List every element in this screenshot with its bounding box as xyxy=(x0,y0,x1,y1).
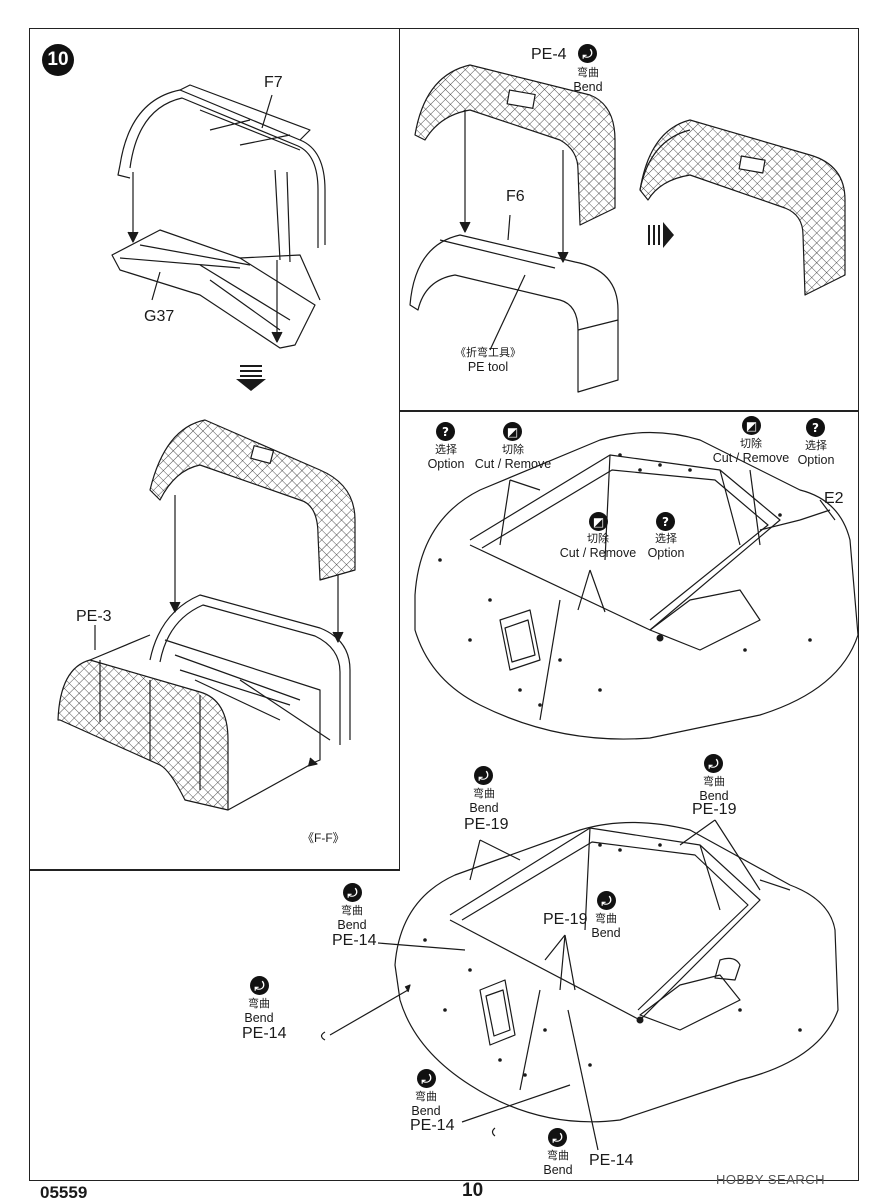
watermark: HOBBY SEARCH xyxy=(716,1172,826,1187)
bend-en-b2: Bend xyxy=(699,789,729,803)
pe-tool-caption: 《折弯工具》 PE tool xyxy=(448,346,528,374)
bend-cn-b5: 弯曲 xyxy=(248,997,270,1010)
bend-icon: ⤾ xyxy=(343,883,362,902)
cut-icon: ◩ xyxy=(589,512,608,531)
option-caption-1: 选择 Option xyxy=(420,443,472,471)
bend-icon: ⤾ xyxy=(704,754,723,773)
label-g37: G37 xyxy=(144,308,175,325)
bend-caption-b3: 弯曲 Bend xyxy=(330,904,374,932)
bend-en-b1: Bend xyxy=(469,801,499,815)
part-g37 xyxy=(111,229,321,349)
pe-tool-cn: 《折弯工具》 xyxy=(455,346,521,359)
bend-caption-b5: 弯曲 Bend xyxy=(237,997,281,1025)
question-icon: ? xyxy=(806,418,825,437)
bend-icon: ⤾ xyxy=(474,766,493,785)
bend-cn-b6: 弯曲 xyxy=(415,1090,437,1103)
cut-icon: ◩ xyxy=(742,416,761,435)
label-pe14-3: PE-14 xyxy=(410,1117,455,1134)
mesh-roof-left xyxy=(149,419,356,581)
bend-en-b7: Bend xyxy=(543,1163,573,1177)
bend-cn-b3: 弯曲 xyxy=(341,904,363,917)
cut-cn-1: 切除 xyxy=(502,443,524,456)
mesh-pe4 xyxy=(414,64,616,226)
label-f-f: 《F-F》 xyxy=(302,831,345,845)
label-pe14-1: PE-14 xyxy=(332,932,377,949)
bend-en-b6: Bend xyxy=(411,1104,441,1118)
bend-icon: ⤾ xyxy=(578,44,597,63)
label-f7: F7 xyxy=(264,74,283,91)
panel-bottom xyxy=(29,410,859,1181)
part-turret-bottom xyxy=(394,821,839,1123)
label-pe14-4: PE-14 xyxy=(589,1152,634,1169)
label-pe3: PE-3 xyxy=(76,608,112,625)
bend-caption-b4: 弯曲 Bend xyxy=(584,912,628,940)
bend-caption-b2: 弯曲 Bend xyxy=(692,775,736,803)
question-icon: ? xyxy=(436,422,455,441)
option-cn-1: 选择 xyxy=(435,443,457,456)
label-pe19-left: PE-19 xyxy=(464,816,509,833)
frame-f7 xyxy=(117,84,326,263)
cut-en-3: Cut / Remove xyxy=(559,546,637,560)
mesh-side-pe3 xyxy=(57,659,229,811)
question-icon: ? xyxy=(656,512,675,531)
bend-caption-b1: 弯曲 Bend xyxy=(462,787,506,815)
bend-caption-en: Bend xyxy=(573,80,603,94)
cut-en-1: Cut / Remove xyxy=(474,457,552,471)
cut-caption-3: 切除 Cut / Remove xyxy=(557,532,639,560)
part-e2-turret xyxy=(414,431,859,740)
option-caption-3: 选择 Option xyxy=(640,532,692,560)
bend-en-b4: Bend xyxy=(591,926,621,940)
bend-en-b3: Bend xyxy=(337,918,367,932)
pe-tool-en: PE tool xyxy=(467,360,509,374)
option-en-1: Option xyxy=(427,457,465,471)
step-arrow-icon-down xyxy=(236,365,266,391)
panel-divider-horizontal xyxy=(399,410,859,412)
label-f6: F6 xyxy=(506,188,525,205)
bend-cn-b1: 弯曲 xyxy=(473,787,495,800)
option-cn-2: 选择 xyxy=(805,439,827,452)
option-cn-3: 选择 xyxy=(655,532,677,545)
bend-icon: ⤾ xyxy=(597,891,616,910)
cut-caption-2: 切除 Cut / Remove xyxy=(710,437,792,465)
option-caption-2: 选择 Option xyxy=(790,439,842,467)
label-pe19-right: PE-19 xyxy=(692,801,737,818)
option-en-2: Option xyxy=(797,453,835,467)
bend-icon: ⤾ xyxy=(250,976,269,995)
step-number-badge: 10 xyxy=(42,44,74,76)
frame-f6 xyxy=(409,234,619,393)
bend-en-b5: Bend xyxy=(244,1011,274,1025)
bend-icon: ⤾ xyxy=(417,1069,436,1088)
frame-assembled-left xyxy=(149,594,351,763)
cut-caption-1: 切除 Cut / Remove xyxy=(472,443,554,471)
bend-cn-b4: 弯曲 xyxy=(595,912,617,925)
label-pe19-mid: PE-19 xyxy=(543,911,588,928)
cut-cn-3: 切除 xyxy=(587,532,609,545)
option-en-3: Option xyxy=(647,546,685,560)
bend-caption-b7: 弯曲 Bend xyxy=(536,1149,580,1177)
bend-caption-top: 弯曲 Bend xyxy=(566,66,610,94)
label-pe4: PE-4 xyxy=(531,46,567,63)
bend-cn-b2: 弯曲 xyxy=(703,775,725,788)
product-code: 05559 xyxy=(40,1183,88,1202)
mesh-result-right xyxy=(639,119,846,296)
cut-en-2: Cut / Remove xyxy=(712,451,790,465)
panel-divider-inner xyxy=(29,869,400,871)
bend-caption-b6: 弯曲 Bend xyxy=(404,1090,448,1118)
cut-icon: ◩ xyxy=(503,422,522,441)
cut-cn-2: 切除 xyxy=(740,437,762,450)
label-e2: E2 xyxy=(824,490,844,507)
bend-icon: ⤾ xyxy=(548,1128,567,1147)
bend-caption-cn: 弯曲 xyxy=(577,66,599,79)
page-number: 10 xyxy=(462,1180,484,1201)
step-arrow-icon-right xyxy=(648,222,674,248)
bend-cn-b7: 弯曲 xyxy=(547,1149,569,1162)
label-pe14-2: PE-14 xyxy=(242,1025,287,1042)
